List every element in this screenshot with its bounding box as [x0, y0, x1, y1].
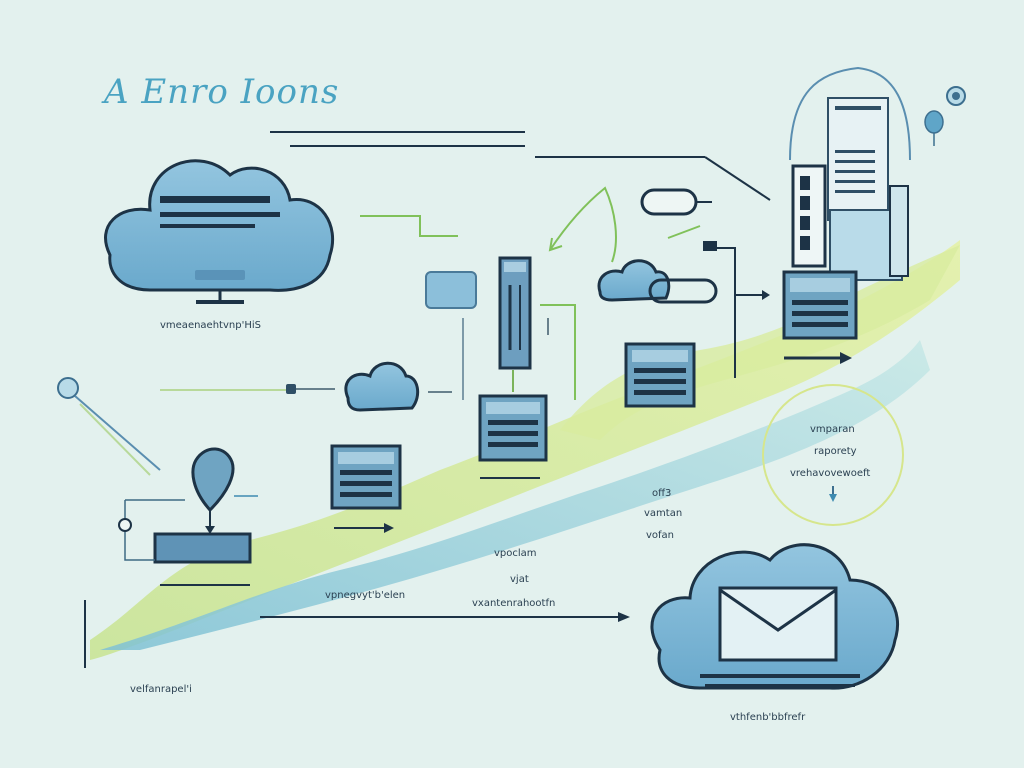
right-small-label-2: vamtan	[644, 508, 683, 519]
cloud-small-right	[597, 259, 718, 304]
right-label-3: vrehavovewoeft	[790, 468, 871, 479]
bottom-right-label: vthfenb'bbfrefr	[730, 712, 806, 723]
monitor-right-top	[782, 270, 858, 364]
bottom-mid-label-2: vxantenrahootfn	[472, 598, 556, 609]
satellite-dish	[57, 377, 161, 476]
page-title: A Enro Ioons	[104, 72, 340, 112]
monitor-left	[330, 444, 402, 533]
green-connectors	[360, 186, 701, 400]
monitor-center	[478, 394, 548, 479]
right-small-label-3: vofan	[646, 530, 675, 541]
top-lines	[270, 131, 771, 201]
monitor-mid-right	[624, 342, 696, 408]
small-folder-block	[425, 271, 477, 309]
bottom-left-label: velfanrapel'i	[130, 684, 192, 695]
mid-small-label-2: vjat	[510, 574, 529, 585]
pill-tag	[640, 188, 698, 216]
right-label-2: raporety	[814, 446, 857, 457]
mid-small-label-1: vpoclam	[494, 548, 537, 559]
orbit-ring	[762, 384, 904, 526]
cloud-small-left	[344, 361, 420, 412]
office-building	[789, 66, 911, 281]
mail-cloud	[650, 543, 900, 690]
signal-post	[703, 241, 736, 378]
right-small-label-1: off3	[652, 488, 672, 499]
server-rack	[498, 256, 532, 370]
location-pin-icon	[191, 447, 258, 534]
cloud-caption: vmeaenaehtvnp'HiS	[160, 320, 261, 331]
right-label-1: vmparan	[810, 424, 855, 435]
cloud-server-large	[104, 159, 335, 304]
bottom-mid-label-1: vpnegvyt'b'elen	[325, 590, 406, 601]
balloons	[924, 86, 966, 146]
bar-panel	[153, 532, 252, 586]
